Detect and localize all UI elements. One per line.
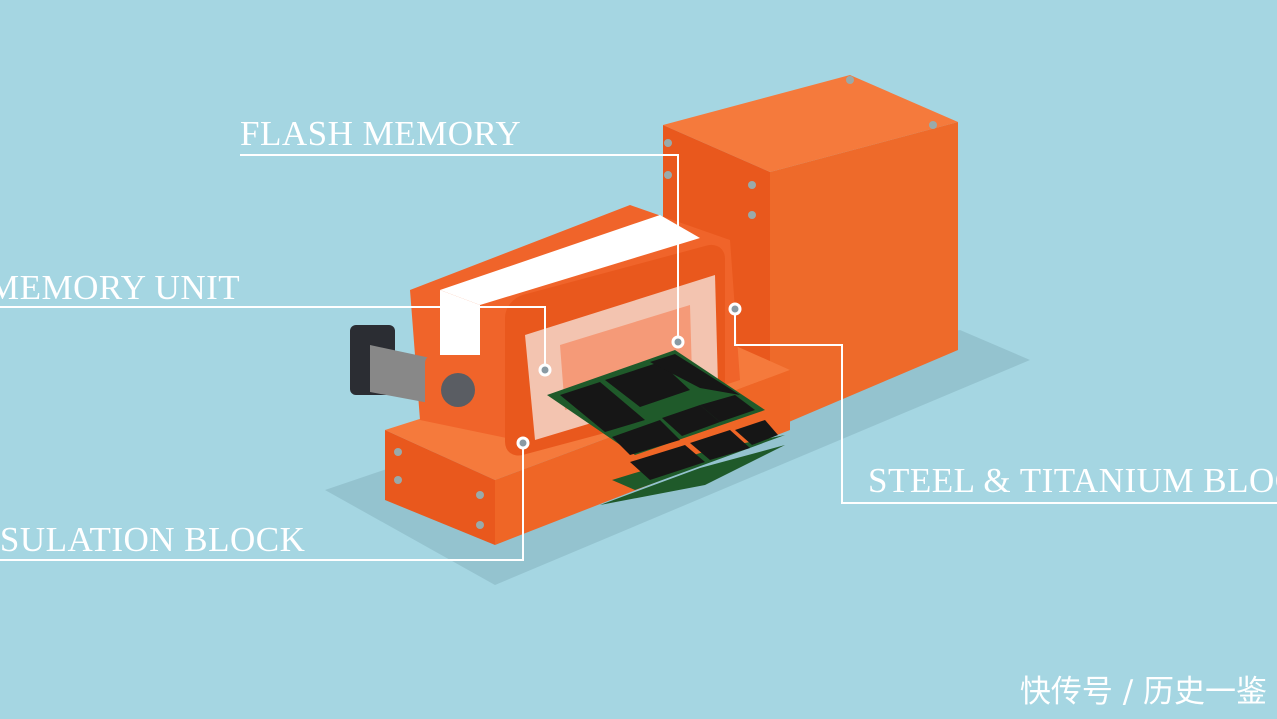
steel-titanium-leader bbox=[734, 309, 1277, 504]
rod bbox=[350, 325, 490, 420]
flash-memory-boards bbox=[547, 350, 785, 505]
memory-unit-label: MEMORY UNIT bbox=[0, 268, 241, 307]
flash-memory-label: FLASH MEMORY bbox=[240, 114, 522, 153]
insulation-block-label: INSULATION BLOCK bbox=[0, 520, 306, 559]
watermark: 快传号 / 历史一鉴 bbox=[1019, 674, 1267, 710]
flash-memory-leader bbox=[240, 154, 679, 342]
steel-titanium-block-label: STEEL & TITANIUM BLOCK bbox=[868, 461, 1277, 500]
leader-lines bbox=[0, 154, 1277, 561]
leader-dots bbox=[516, 302, 742, 450]
insulation-block-leader bbox=[0, 443, 524, 561]
memory-unit-leader bbox=[0, 306, 546, 370]
